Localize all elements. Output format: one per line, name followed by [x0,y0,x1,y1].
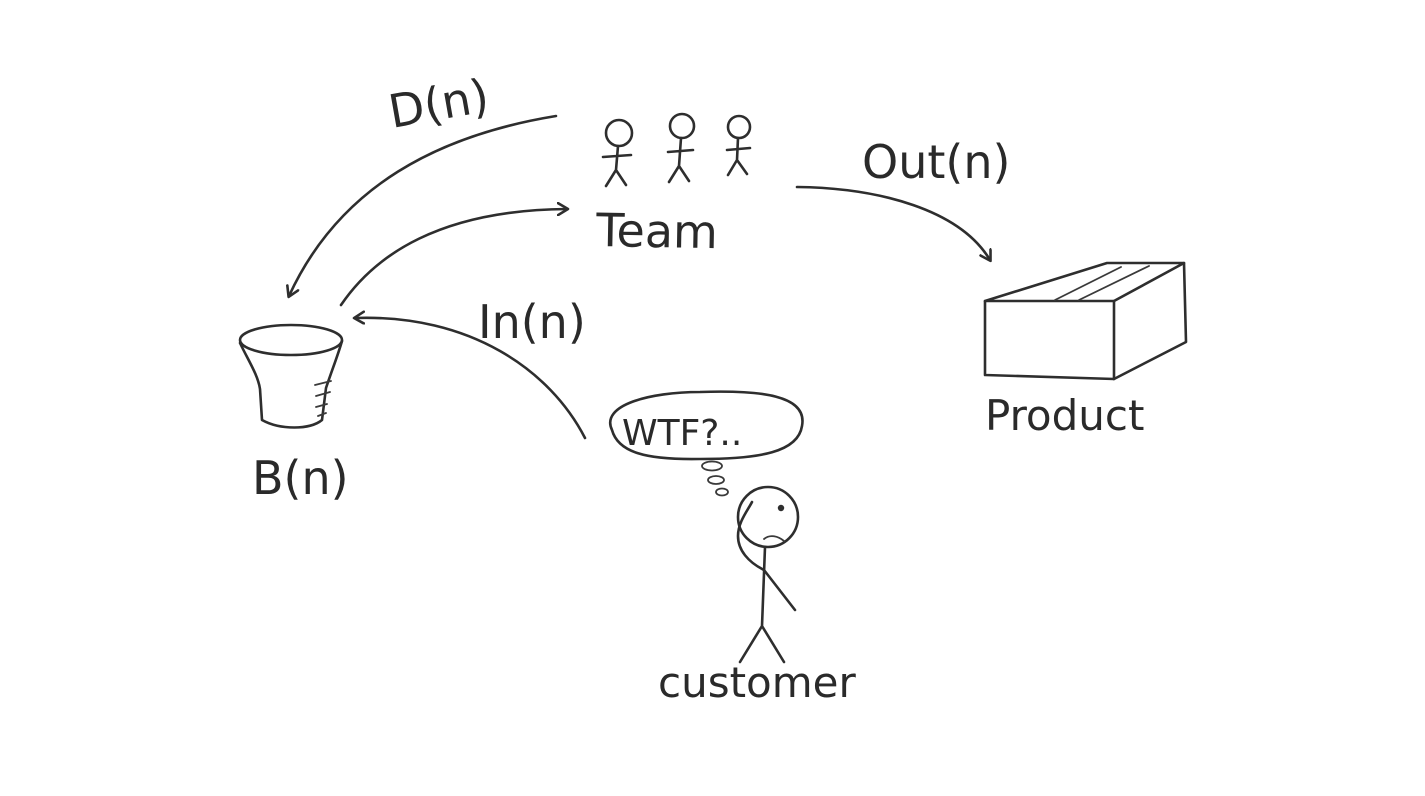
customer-eye [777,504,785,512]
team-label: Team [595,203,719,259]
edge-done-label: D(n) [385,68,493,139]
backlog-bucket-icon [238,323,344,429]
team-member-3 [725,114,752,177]
customer-figure [736,485,800,664]
product-label: Product [985,391,1144,440]
edge-done-to-backlog [289,114,558,296]
backlog-label: B(n) [252,451,349,505]
edge-team-to-product [795,185,990,260]
team-member-1 [601,118,634,188]
customer-label: customer [658,658,857,707]
team-member-2 [666,112,696,184]
thought-bubble-text: WTF?.. [622,413,742,454]
edge-in-label: In(n) [478,295,586,349]
edge-customer-to-backlog [355,318,587,440]
product-box-icon [983,261,1188,381]
team-figures [601,112,752,188]
edge-out-label: Out(n) [862,135,1010,189]
edge-backlog-to-team [339,209,567,307]
thought-bubble: WTF?.. [608,390,804,497]
